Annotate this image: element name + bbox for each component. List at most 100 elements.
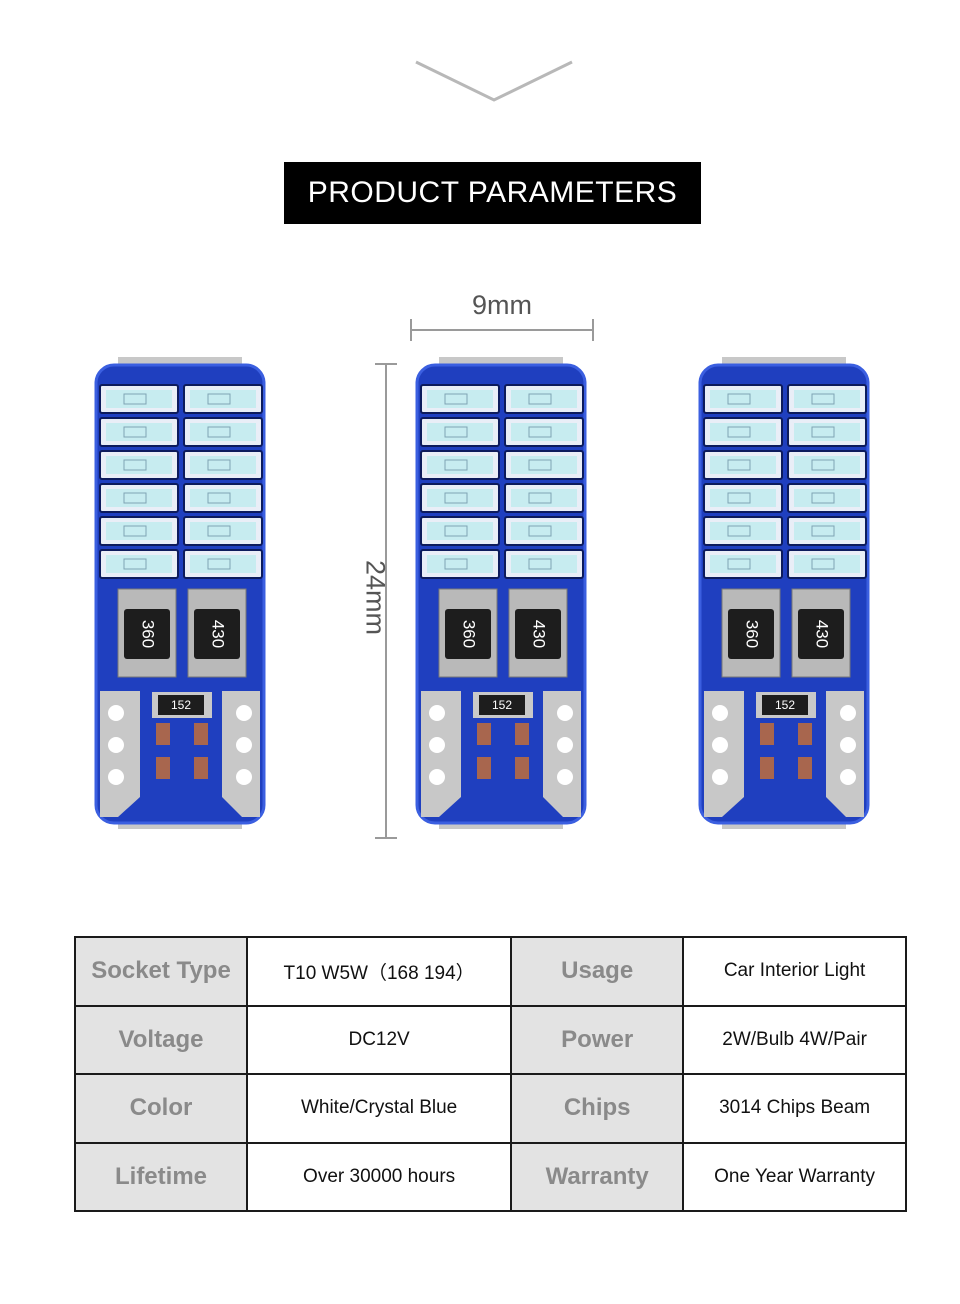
page-title: PRODUCT PARAMETERS <box>284 162 701 224</box>
led-chip <box>106 390 172 408</box>
led-chip <box>511 522 577 540</box>
contact-hole <box>840 705 856 721</box>
chip-label: 152 <box>492 698 512 712</box>
param-value: Car Interior Light <box>682 936 907 1007</box>
led-chip <box>511 555 577 573</box>
table-row: Color White/Crystal Blue Chips 3014 Chip… <box>74 1073 907 1144</box>
copper-pad <box>515 723 529 745</box>
height-label: 24mm <box>360 559 391 635</box>
led-chip <box>511 489 577 507</box>
led-chip <box>190 456 256 474</box>
param-value: 3014 Chips Beam <box>682 1073 907 1144</box>
chip-label: 152 <box>171 698 191 712</box>
contact-hole <box>840 769 856 785</box>
resistor <box>124 609 170 659</box>
contact-hole <box>236 769 252 785</box>
led-chip <box>710 390 776 408</box>
height-dimension: 24mm <box>345 360 405 840</box>
led-chip <box>511 456 577 474</box>
led-chip <box>190 390 256 408</box>
led-chip <box>710 423 776 441</box>
led-chip <box>427 489 493 507</box>
param-label: Warranty <box>510 1141 685 1212</box>
led-chip <box>190 522 256 540</box>
copper-pad <box>798 723 812 745</box>
copper-pad <box>515 757 529 779</box>
contact-hole <box>712 705 728 721</box>
led-chip <box>427 456 493 474</box>
led-chip <box>794 423 860 441</box>
contact-hole <box>108 705 124 721</box>
param-value: Over 30000 hours <box>245 1141 513 1212</box>
resistor-label: 360 <box>460 620 479 648</box>
led-chip <box>106 423 172 441</box>
led-chip <box>710 456 776 474</box>
resistor-label: 430 <box>530 620 549 648</box>
param-label: Color <box>74 1073 248 1144</box>
contact-hole <box>557 769 573 785</box>
param-value: T10 W5W（168 194） <box>245 936 513 1007</box>
copper-pad <box>194 723 208 745</box>
resistor <box>728 609 774 659</box>
param-label: Socket Type <box>74 936 248 1007</box>
contact-hole <box>712 737 728 753</box>
copper-pad <box>156 723 170 745</box>
contact-hole <box>429 705 445 721</box>
led-chip <box>511 390 577 408</box>
param-label: Lifetime <box>74 1141 248 1212</box>
led-bulb-2: 360 430 152 <box>413 357 589 834</box>
contact-hole <box>557 705 573 721</box>
copper-pad <box>156 757 170 779</box>
led-chip <box>427 522 493 540</box>
resistor-label: 430 <box>813 620 832 648</box>
led-chip <box>794 555 860 573</box>
led-chip <box>511 423 577 441</box>
table-row: Socket Type T10 W5W（168 194） Usage Car I… <box>74 936 907 1007</box>
copper-pad <box>477 757 491 779</box>
resistor <box>798 609 844 659</box>
chevron-down-icon <box>415 60 573 102</box>
led-chip <box>710 555 776 573</box>
copper-pad <box>798 757 812 779</box>
contact-hole <box>236 705 252 721</box>
led-chip <box>710 489 776 507</box>
width-dimension: 9mm <box>410 290 594 350</box>
contact-hole <box>429 737 445 753</box>
copper-pad <box>194 757 208 779</box>
led-chip <box>427 555 493 573</box>
led-chip <box>190 489 256 507</box>
contact-hole <box>712 769 728 785</box>
led-chip <box>794 489 860 507</box>
contact-hole <box>429 769 445 785</box>
led-chip <box>106 555 172 573</box>
resistor-label: 360 <box>743 620 762 648</box>
contact-hole <box>108 769 124 785</box>
led-chip <box>427 423 493 441</box>
led-chip <box>106 456 172 474</box>
table-row: Voltage DC12V Power 2W/Bulb 4W/Pair <box>74 1004 907 1075</box>
led-chip <box>427 390 493 408</box>
led-chip <box>794 390 860 408</box>
param-value: White/Crystal Blue <box>245 1073 513 1144</box>
led-chip <box>710 522 776 540</box>
resistor-label: 430 <box>209 620 228 648</box>
led-chip <box>794 522 860 540</box>
led-bulb-1: 360 430 152 <box>92 357 268 834</box>
resistor <box>445 609 491 659</box>
led-chip <box>794 456 860 474</box>
contact-hole <box>840 737 856 753</box>
param-label: Voltage <box>74 1004 248 1075</box>
chip <box>479 695 525 715</box>
copper-pad <box>477 723 491 745</box>
resistor-label: 360 <box>139 620 158 648</box>
param-label: Chips <box>510 1073 685 1144</box>
resistor <box>515 609 561 659</box>
param-value: One Year Warranty <box>682 1141 907 1212</box>
parameters-table: Socket Type T10 W5W（168 194） Usage Car I… <box>74 936 907 1212</box>
led-chip <box>106 522 172 540</box>
param-value: DC12V <box>245 1004 513 1075</box>
param-label: Power <box>510 1004 685 1075</box>
copper-pad <box>760 723 774 745</box>
resistor <box>194 609 240 659</box>
